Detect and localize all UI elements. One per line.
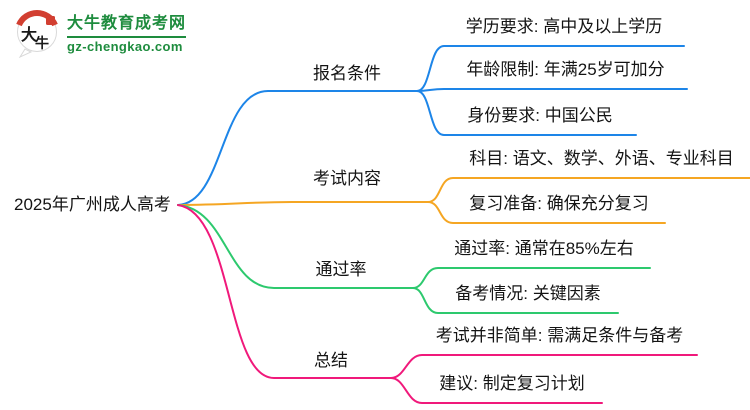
branch-label-zongjie: 总结 bbox=[314, 351, 348, 370]
logo-text-block: 大牛教育成考网 gz-chengkao.com bbox=[67, 14, 187, 54]
logo-char-1: 大 bbox=[21, 25, 37, 44]
root-topic: 2025年广州成人高考 bbox=[14, 195, 171, 214]
logo-seal-icon bbox=[46, 16, 55, 25]
branch3-root-link bbox=[177, 204, 414, 289]
leaf-beikao-qingkuang: 备考情况: 关键因素 bbox=[455, 284, 601, 303]
branch4-leaf2-link bbox=[390, 377, 603, 404]
branch1-leaf3-link bbox=[416, 90, 637, 136]
leaf-tongguolv-85: 通过率: 通常在85%左右 bbox=[454, 239, 634, 258]
logo-bubble-tail bbox=[18, 48, 33, 58]
branch3-leaf1-link bbox=[412, 267, 651, 289]
branch-label-kaoshi-neirong: 考试内容 bbox=[313, 169, 381, 188]
leaf-fuxi-zhunbei: 复习准备: 确保充分复习 bbox=[469, 194, 649, 213]
leaf-kaoshi-feijiandan: 考试并非简单: 需满足条件与备考 bbox=[435, 326, 684, 345]
branch1-leaf1-link bbox=[416, 45, 685, 92]
logo-bull-icon: 大 牛 bbox=[16, 10, 58, 58]
branch4-leaf1-link bbox=[390, 354, 698, 379]
branch1-leaf2-link bbox=[416, 88, 688, 92]
leaf-nianling-xianzhi: 年龄限制: 年满25岁可加分 bbox=[466, 60, 665, 79]
branch1-root-link bbox=[177, 90, 418, 206]
site-logo: 大 牛 大牛教育成考网 gz-chengkao.com bbox=[14, 10, 187, 58]
branch2-leaf2-link bbox=[427, 201, 666, 224]
logo-char-2: 牛 bbox=[35, 35, 49, 51]
leaf-xueli-yaoqiu: 学历要求: 高中及以上学历 bbox=[465, 17, 663, 36]
branch2-leaf1-link bbox=[427, 177, 750, 203]
branch4-root-link bbox=[177, 204, 392, 379]
leaf-shenfen-yaoqiu: 身份要求: 中国公民 bbox=[467, 106, 613, 125]
leaf-jianyi: 建议: 制定复习计划 bbox=[439, 374, 585, 393]
branch-label-baoming-tiaojian: 报名条件 bbox=[313, 64, 381, 83]
leaf-kemu: 科目: 语文、数学、外语、专业科目 bbox=[469, 149, 734, 168]
logo-title: 大牛教育成考网 bbox=[67, 15, 187, 32]
branch-label-tongguolv: 通过率 bbox=[315, 260, 367, 279]
branch2-root-link bbox=[177, 201, 429, 206]
logo-domain: gz-chengkao.com bbox=[67, 36, 187, 54]
branch3-leaf2-link bbox=[412, 287, 619, 314]
